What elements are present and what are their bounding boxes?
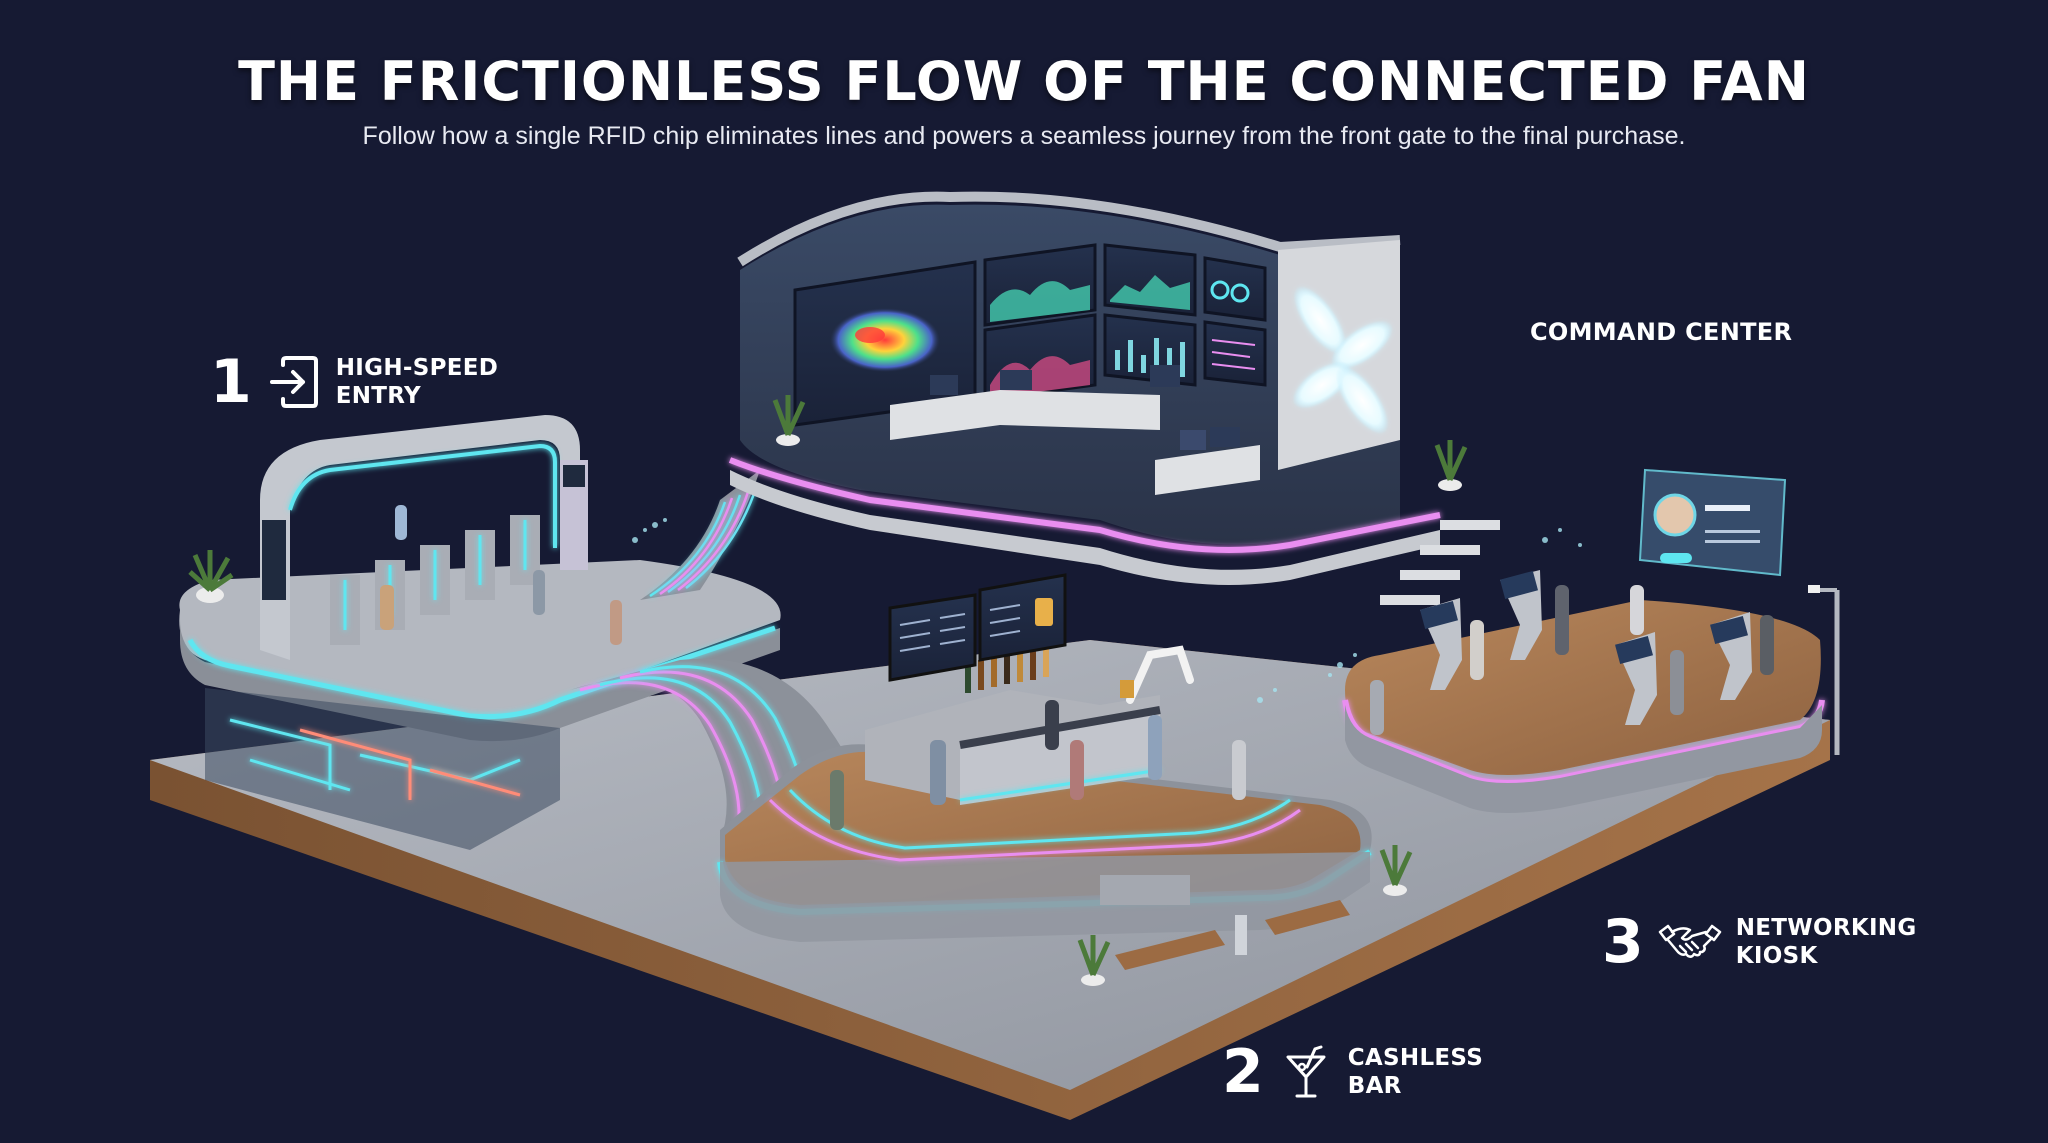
- step-title: NETWORKING KIOSK: [1735, 915, 1917, 969]
- step-title: CASHLESS BAR: [1347, 1045, 1484, 1099]
- step-number: 3: [1602, 907, 1644, 977]
- handshake-icon: [1658, 914, 1722, 970]
- logo-petals: [1292, 285, 1393, 435]
- networking-kiosk-zone: [1342, 468, 1840, 813]
- step-number: 2: [1222, 1037, 1264, 1107]
- cocktail-icon: [1278, 1044, 1334, 1100]
- command-center-zone: [728, 191, 1500, 605]
- command-center-label: COMMAND CENTER: [1530, 318, 1793, 346]
- data-particles: [632, 518, 1582, 703]
- step-title: HIGH-SPEED ENTRY: [335, 355, 499, 409]
- bar-menu-screens: [888, 573, 1067, 682]
- enter-icon: [266, 354, 322, 410]
- step-2-label: 2 CASHLESS BAR: [1222, 1042, 1483, 1102]
- cashless-bar-zone: [717, 573, 1413, 986]
- entry-zone: [179, 415, 781, 850]
- page-title: THE FRICTIONLESS FLOW OF THE CONNECTED F…: [238, 50, 1810, 113]
- step-1-label: 1 HIGH-SPEED ENTRY: [210, 352, 498, 412]
- step-number: 1: [210, 347, 252, 417]
- profile-card-hologram: [1638, 468, 1787, 577]
- page-subtitle: Follow how a single RFID chip eliminates…: [362, 122, 1686, 150]
- step-3-label: 3 NETWORKING KIOSK: [1602, 912, 1917, 972]
